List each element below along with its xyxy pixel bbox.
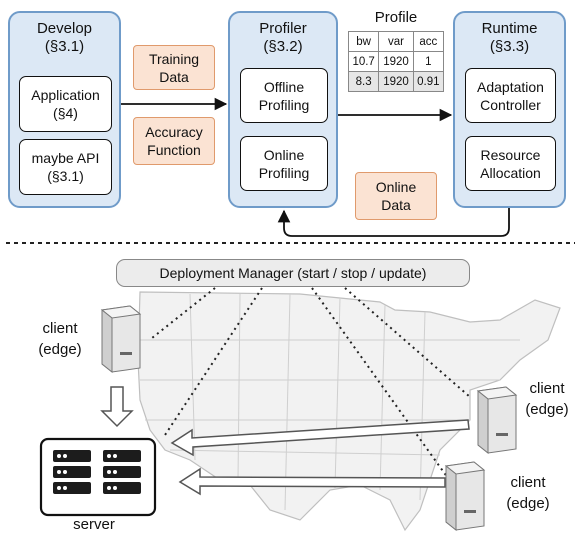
develop-title: Develop (§3.1) — [36, 20, 93, 55]
profile-header-cell: var — [378, 31, 414, 52]
profile-row: 10.7 1920 1 — [347, 51, 445, 72]
client-right-bottom-server-icon — [444, 461, 486, 532]
application-box: Application (§4) — [19, 76, 112, 132]
runtime-panel: Runtime (§3.3) Adaptation Controller Res… — [453, 11, 566, 208]
develop-panel: Develop (§3.1) Application (§4) maybe AP… — [8, 11, 121, 208]
client-bottom-to-server-hollow-arrow — [178, 467, 446, 496]
profile-title: Profile — [374, 9, 418, 26]
adaptation-controller-box: Adaptation Controller — [465, 68, 556, 123]
profile-header-cell: acc — [412, 31, 445, 52]
online-data-box: Online Data — [355, 172, 437, 220]
training-data-box: Training Data — [133, 45, 215, 90]
profile-cell: 0.91 — [412, 71, 445, 92]
us-map-icon — [137, 291, 561, 532]
pipeline-arrows — [121, 97, 510, 237]
runtime-title: Runtime (§3.3) — [481, 20, 538, 55]
client-left-server-icon — [100, 305, 142, 374]
server-rack-icon — [39, 437, 157, 517]
profiler-panel: Profiler (§3.2) Offline Profiling Online… — [228, 11, 338, 208]
profile-row: 8.3 1920 0.91 — [347, 71, 445, 92]
profile-cell: 8.3 — [347, 71, 380, 92]
client-right-top-label: client (edge) — [525, 380, 569, 418]
resource-allocation-box: Resource Allocation — [465, 136, 556, 191]
profile-header-row: bw var acc — [347, 31, 445, 52]
profile-header-cell: bw — [347, 31, 380, 52]
profile-cell: 1 — [412, 51, 445, 72]
server-label: server — [73, 516, 115, 533]
accuracy-function-box: Accuracy Function — [133, 117, 215, 165]
runtime-to-profiler-feedback-arrow — [277, 208, 510, 237]
client-to-server-hollow-arrow — [100, 386, 134, 428]
offline-profiling-box: Offline Profiling — [240, 68, 328, 123]
maybe-api-box: maybe API (§3.1) — [19, 139, 112, 195]
client-right-bottom-label: client (edge) — [506, 474, 550, 512]
profile-table: bw var acc 10.7 1920 1 8.3 1920 0.91 — [347, 31, 445, 92]
deployment-manager: Deployment Manager (start / stop / updat… — [116, 259, 470, 287]
section-divider — [6, 242, 575, 244]
deployment-manager-label: Deployment Manager (start / stop / updat… — [159, 265, 427, 281]
client-right-top-server-icon — [476, 386, 518, 455]
client-top-to-server-hollow-arrow — [170, 419, 470, 457]
client-left-label: client (edge) — [38, 320, 82, 358]
online-profiling-box: Online Profiling — [240, 136, 328, 191]
profiler-title: Profiler (§3.2) — [259, 20, 307, 55]
deployment-links — [100, 287, 471, 496]
profile-cell: 1920 — [378, 71, 414, 92]
profile-cell: 1920 — [378, 51, 414, 72]
